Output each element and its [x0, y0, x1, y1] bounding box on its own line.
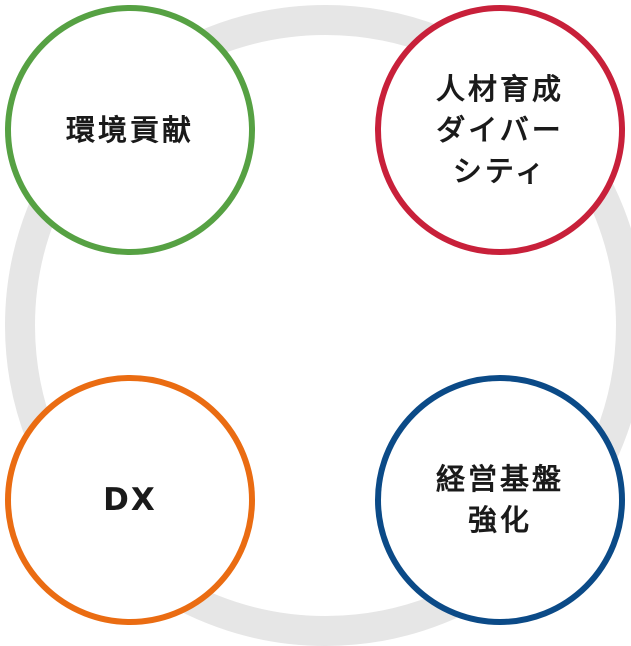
node-label-environmental-contribution: 環境貢献	[65, 112, 194, 147]
node-management-foundation: 経営基盤 強化	[375, 375, 625, 625]
node-label-talent-diversity: 人材育成 ダイバー シティ	[435, 71, 564, 188]
node-dx: DX	[5, 375, 255, 625]
node-talent-diversity: 人材育成 ダイバー シティ	[375, 5, 625, 255]
node-label-dx: DX	[103, 481, 157, 518]
node-environmental-contribution: 環境貢献	[5, 5, 255, 255]
node-label-management-foundation: 経営基盤 強化	[435, 462, 564, 537]
